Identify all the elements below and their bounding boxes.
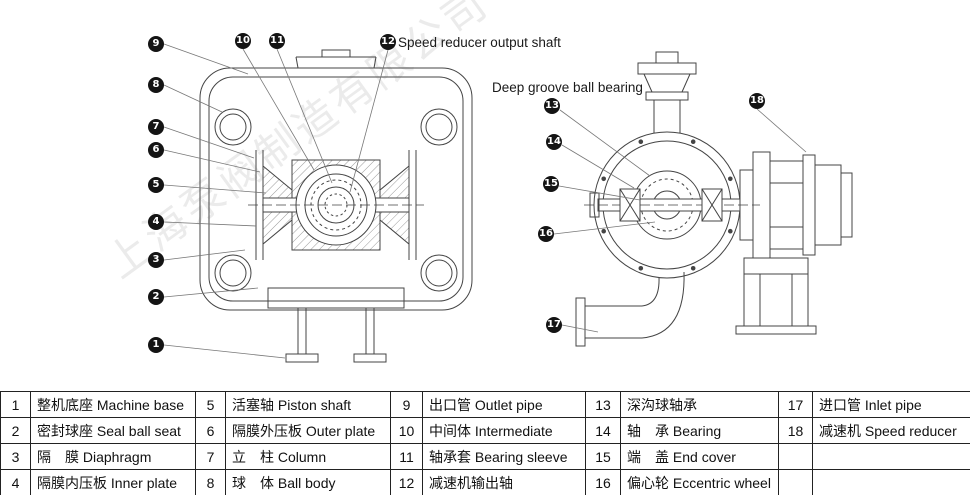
part-name-cell: 隔 膜 Diaphragm — [30, 443, 196, 470]
part-name-cell — [812, 443, 970, 470]
part-number-cell: 9 — [390, 391, 423, 418]
table-row: 2 密封球座 Seal ball seat 6 隔膜外压板 Outer plat… — [0, 417, 970, 444]
part-name-cell: 立 柱 Column — [225, 443, 391, 470]
side-view — [575, 51, 853, 347]
part-number-cell: 18 — [778, 417, 813, 444]
part-name-cell: 减速机 Speed reducer — [812, 417, 970, 444]
part-name-cell: 进口管 Inlet pipe — [812, 391, 970, 418]
part-number-cell: 13 — [585, 391, 621, 418]
part-number-cell: 4 — [0, 469, 31, 495]
part-number-cell: 12 — [390, 469, 423, 495]
part-name-cell: 出口管 Outlet pipe — [422, 391, 586, 418]
part-name-cell: 整机底座 Machine base — [30, 391, 196, 418]
part-number-cell: 11 — [390, 443, 423, 470]
part-number-cell: 2 — [0, 417, 31, 444]
leader-lines — [163, 43, 807, 359]
annotation-speed-reducer-output-shaft: Speed reducer output shaft — [398, 35, 561, 50]
part-name-cell: 轴承套 Bearing sleeve — [422, 443, 586, 470]
table-row: 4 隔膜内压板 Inner plate 8 球 体 Ball body 12 减… — [0, 469, 970, 495]
part-number-cell: 16 — [585, 469, 621, 495]
part-number-cell: 17 — [778, 391, 813, 418]
part-number-cell: 6 — [195, 417, 226, 444]
part-number-cell — [778, 469, 813, 495]
callout-9: 9 — [148, 36, 164, 52]
table-row: 1 整机底座 Machine base 5 活塞轴 Piston shaft 9… — [0, 391, 970, 418]
part-number-cell: 7 — [195, 443, 226, 470]
part-name-cell — [812, 469, 970, 495]
diagram-area: 上海泵阀制造有限公司 — [98, 0, 853, 363]
part-number-cell: 1 — [0, 391, 31, 418]
callout-1: 1 — [148, 337, 164, 353]
part-number-cell: 3 — [0, 443, 31, 470]
part-number-cell: 15 — [585, 443, 621, 470]
part-name-cell: 球 体 Ball body — [225, 469, 391, 495]
part-number-cell — [778, 443, 813, 470]
callout-3: 3 — [148, 252, 164, 268]
pump-drawing — [163, 43, 853, 363]
callout-15: 15 — [543, 176, 559, 192]
part-number-cell: 8 — [195, 469, 226, 495]
callout-16: 16 — [538, 226, 554, 242]
part-number-cell: 14 — [585, 417, 621, 444]
part-name-cell: 端 盖 End cover — [620, 443, 779, 470]
part-name-cell: 减速机输出轴 — [422, 469, 586, 495]
part-name-cell: 偏心轮 Eccentric wheel — [620, 469, 779, 495]
part-name-cell: 轴 承 Bearing — [620, 417, 779, 444]
part-name-cell: 隔膜内压板 Inner plate — [30, 469, 196, 495]
callout-10: 10 — [235, 33, 251, 49]
callout-18: 18 — [749, 93, 765, 109]
parts-table: 1 整机底座 Machine base 5 活塞轴 Piston shaft 9… — [0, 391, 970, 495]
callout-13: 13 — [544, 98, 560, 114]
callout-7: 7 — [148, 119, 164, 135]
callout-5: 5 — [148, 177, 164, 193]
callout-6: 6 — [148, 142, 164, 158]
callout-17: 17 — [546, 317, 562, 333]
part-name-cell: 活塞轴 Piston shaft — [225, 391, 391, 418]
callout-11: 11 — [269, 33, 285, 49]
table-row: 3 隔 膜 Diaphragm 7 立 柱 Column 11 轴承套 Bear… — [0, 443, 970, 470]
callout-8: 8 — [148, 77, 164, 93]
part-name-cell: 隔膜外压板 Outer plate — [225, 417, 391, 444]
part-name-cell: 密封球座 Seal ball seat — [30, 417, 196, 444]
callout-2: 2 — [148, 289, 164, 305]
front-section-view — [199, 49, 473, 363]
callout-14: 14 — [546, 134, 562, 150]
callout-12: 12 — [380, 34, 396, 50]
part-name-cell: 中间体 Intermediate — [422, 417, 586, 444]
part-number-cell: 10 — [390, 417, 423, 444]
part-name-cell: 深沟球轴承 — [620, 391, 779, 418]
part-number-cell: 5 — [195, 391, 226, 418]
callout-4: 4 — [148, 214, 164, 230]
annotation-deep-groove-ball-bearing: Deep groove ball bearing — [492, 80, 643, 95]
